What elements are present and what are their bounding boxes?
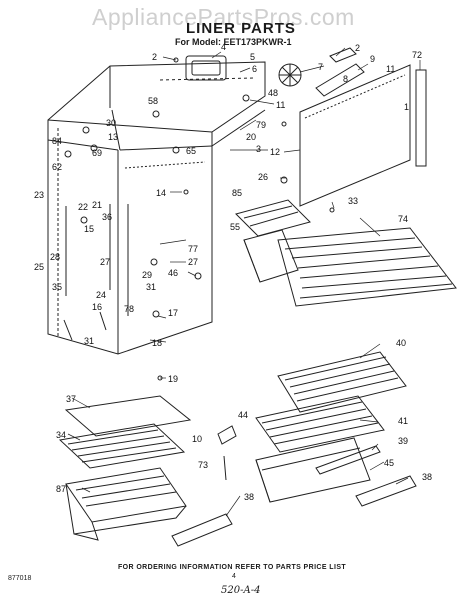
callout-30: 30 (106, 118, 116, 128)
callout-72: 72 (412, 50, 422, 60)
callout-35: 35 (52, 282, 62, 292)
callout-34: 34 (56, 430, 66, 440)
callout-46: 46 (168, 268, 178, 278)
rear-panel (299, 64, 411, 207)
callout-73: 73 (198, 460, 208, 470)
callout-28: 28 (50, 252, 60, 262)
callout-11: 11 (276, 100, 285, 110)
callout-20: 20 (246, 132, 256, 142)
callout-16: 16 (92, 302, 102, 312)
liner-cabinet (47, 61, 266, 355)
callout-3: 3 (256, 144, 261, 154)
model-label: For Model: EET173PKWR-1 (175, 37, 292, 47)
callout-27: 27 (188, 257, 198, 267)
callout-33: 33 (348, 196, 358, 206)
trim-strip (415, 69, 427, 167)
callout-17: 17 (168, 308, 178, 318)
callout-4: 4 (221, 42, 226, 52)
callout-58: 58 (148, 96, 158, 106)
callout-23: 23 (34, 190, 44, 200)
callout-40: 40 (396, 338, 406, 348)
freezer-shelf (277, 227, 457, 307)
callout-25: 25 (34, 262, 44, 272)
callout-44: 44 (238, 410, 248, 420)
callout-31: 31 (84, 336, 94, 346)
callout-13: 13 (108, 132, 118, 142)
callout-19: 19 (168, 374, 178, 384)
callout-41: 41 (398, 416, 408, 426)
glass-shelf-lower (255, 395, 385, 453)
callout-2: 2 (152, 52, 157, 62)
watermark: AppliancePartsPros.com (92, 4, 355, 30)
ice-tray (235, 199, 311, 237)
crisper-cover-left (64, 395, 192, 437)
callout-26: 26 (258, 172, 268, 182)
callout-62: 62 (52, 162, 62, 172)
callout-15: 15 (84, 224, 94, 234)
callout-5: 5 (250, 52, 255, 62)
callout-36: 36 (102, 212, 112, 222)
callout-24: 24 (96, 290, 106, 300)
lamp-housing (185, 55, 227, 81)
callout-8: 8 (343, 74, 348, 84)
diagram-title: LINER PARTS (186, 20, 296, 37)
handwritten-note: 520-A-4 (221, 585, 261, 596)
callout-79: 79 (256, 120, 266, 130)
callout-74: 74 (398, 214, 408, 224)
callout-11: 11 (386, 64, 395, 74)
callout-77: 77 (188, 244, 198, 254)
callout-39: 39 (398, 436, 408, 446)
callout-31: 31 (146, 282, 156, 292)
document-code: 877018 (8, 575, 32, 582)
callout-22: 22 (78, 202, 88, 212)
callout-48: 48 (268, 88, 278, 98)
callout-7: 7 (318, 62, 323, 72)
glass-shelf-upper (277, 351, 407, 413)
crisper-drawer-right (255, 437, 371, 503)
callout-85: 85 (232, 188, 242, 198)
callout-10: 10 (192, 434, 202, 444)
callout-21: 21 (92, 200, 102, 210)
callout-45: 45 (384, 458, 394, 468)
callout-38: 38 (422, 472, 432, 482)
callout-9: 9 (370, 54, 375, 64)
control-housing (315, 63, 365, 97)
ordering-note: FOR ORDERING INFORMATION REFER TO PARTS … (118, 564, 347, 571)
callout-65: 65 (186, 146, 196, 156)
callout-18: 18 (152, 338, 162, 348)
callout-1: 1 (404, 102, 409, 112)
callout-2: 2 (355, 43, 360, 53)
callout-29: 29 (142, 270, 152, 280)
callout-69: 69 (92, 148, 102, 158)
callout-55: 55 (230, 222, 240, 232)
page-number: 4 (232, 573, 236, 580)
callout-12: 12 (270, 147, 280, 157)
callout-14: 14 (156, 188, 166, 198)
callout-78: 78 (124, 304, 134, 314)
callout-6: 6 (252, 64, 257, 74)
callout-27: 27 (100, 257, 110, 267)
callout-37: 37 (66, 394, 76, 404)
ice-bucket (243, 229, 299, 283)
callout-38: 38 (244, 492, 254, 502)
crisper-drawer-left (65, 467, 187, 523)
callout-87: 87 (56, 484, 66, 494)
callout-84: 84 (52, 136, 62, 146)
